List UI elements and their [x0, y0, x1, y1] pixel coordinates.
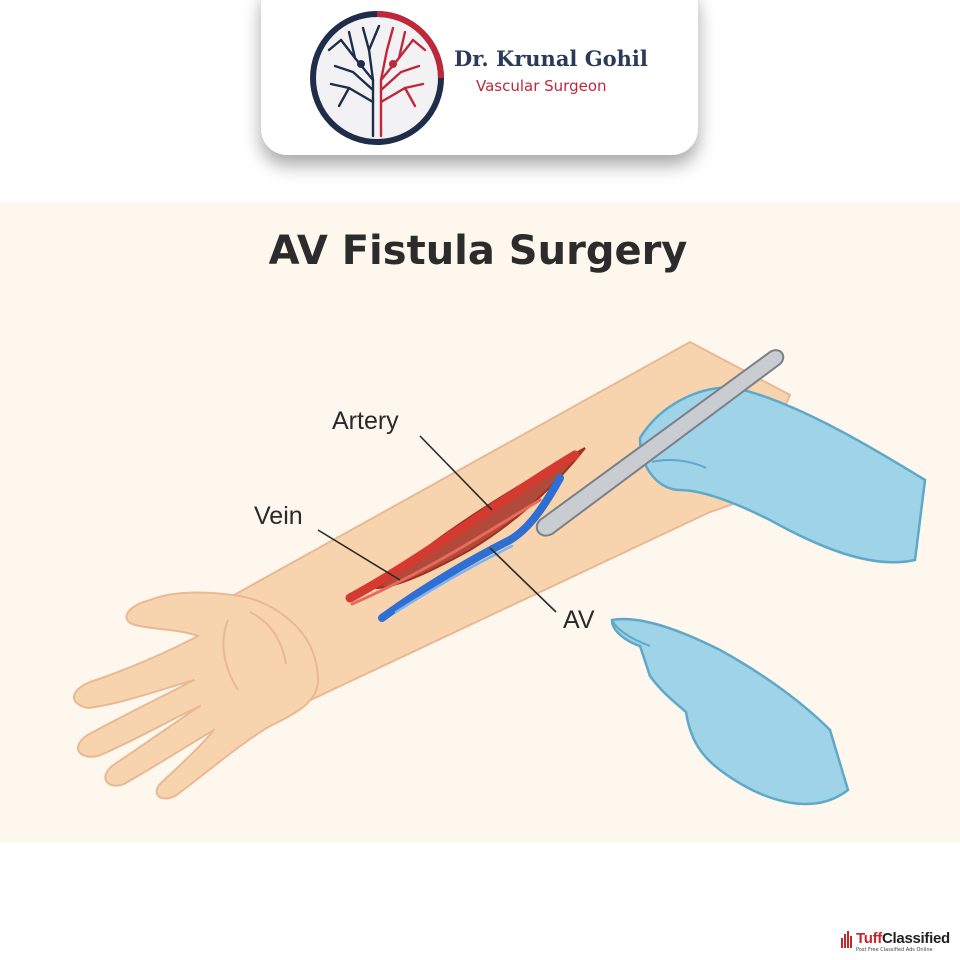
- watermark-tagline: Post Free Classified Ads Online: [856, 947, 933, 953]
- watermark: TuffClassified Post Free Classified Ads …: [840, 930, 958, 958]
- lower-glove-hand: [610, 617, 850, 806]
- doctor-specialty: Vascular Surgeon: [476, 77, 607, 95]
- watermark-brand-part1: Tuff: [856, 930, 883, 947]
- watermark-brand: TuffClassified: [856, 930, 950, 947]
- diagram-title: AV Fistula Surgery: [268, 228, 688, 274]
- artery-label: Artery: [332, 407, 399, 435]
- bar-chart-icon: [841, 931, 852, 948]
- av-label: AV: [563, 606, 595, 634]
- logo-card: Dr. Krunal Gohil Vascular Surgeon: [261, 0, 698, 155]
- watermark-brand-part2: Classified: [882, 930, 950, 947]
- vein-label: Vein: [254, 502, 303, 530]
- av-leader-line: [489, 547, 557, 613]
- vein-leader-line: [317, 529, 401, 581]
- hand-shape: [73, 591, 319, 800]
- vein-vessel: [378, 474, 564, 622]
- vascular-tree-logo-icon: [310, 11, 444, 145]
- doctor-name: Dr. Krunal Gohil: [454, 46, 648, 71]
- artery-leader-line: [419, 435, 493, 511]
- artery-vessel: [345, 450, 580, 603]
- scalpel-instrument: [535, 349, 785, 537]
- upper-glove-hand: [638, 386, 927, 564]
